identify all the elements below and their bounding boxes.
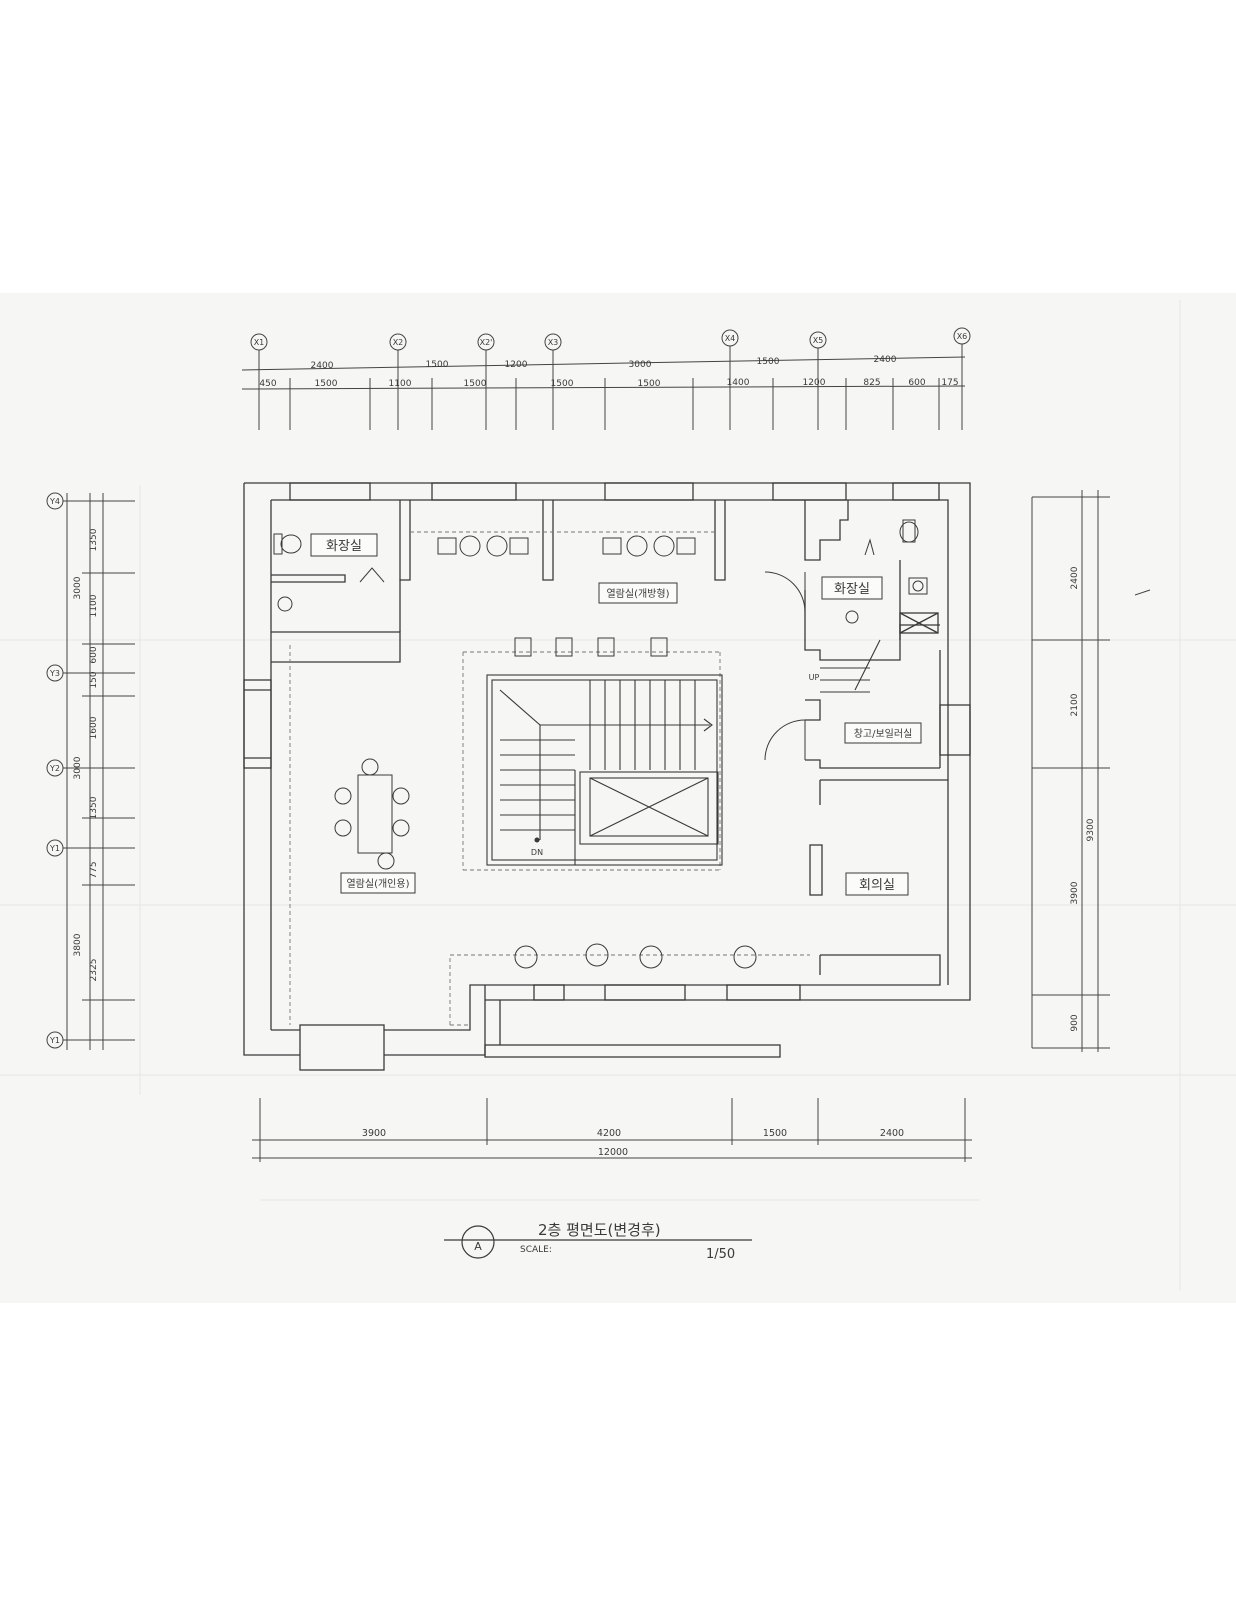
top-dim-overall-4: 3000 bbox=[629, 360, 652, 370]
top-dim-overall-3: 1200 bbox=[505, 360, 528, 370]
dashed-lines bbox=[289, 531, 810, 1026]
top-grid-bubbles bbox=[250, 327, 971, 430]
left-dim-overall-3: 3800 bbox=[73, 933, 83, 956]
top-dim-detail-7: 1400 bbox=[727, 378, 750, 388]
plumbing-fixtures bbox=[273, 519, 928, 624]
top-dim-detail-3: 1100 bbox=[389, 379, 412, 389]
top-dim-detail-9: 825 bbox=[863, 378, 880, 388]
section-symbol: A bbox=[474, 1240, 482, 1253]
top-dim-detail-10: 600 bbox=[908, 378, 925, 388]
bottom-dim-2: 4200 bbox=[597, 1128, 621, 1139]
bottom-dim-3: 1500 bbox=[763, 1128, 787, 1139]
left-dim-detail-1: 1350 bbox=[89, 528, 99, 551]
top-dim-detail-6: 1500 bbox=[638, 379, 661, 389]
grid-label-x2-prime: X2' bbox=[480, 338, 493, 347]
grid-label-x1: X1 bbox=[254, 338, 265, 347]
top-dim-detail-4: 1500 bbox=[464, 379, 487, 389]
right-dim-total: 9300 bbox=[1086, 818, 1096, 841]
top-dim-detail-1: 450 bbox=[259, 379, 276, 389]
title-block bbox=[444, 1225, 752, 1259]
top-dim-detail-2: 1500 bbox=[315, 379, 338, 389]
staircase bbox=[486, 639, 881, 866]
paper-background bbox=[0, 293, 1236, 1303]
drawing-title: 2층 평면도(변경후) bbox=[538, 1221, 661, 1239]
top-dim-detail-5: 1500 bbox=[551, 379, 574, 389]
left-dim-detail-7: 775 bbox=[89, 861, 99, 878]
room-label-reading-group: 열람실(개인용) bbox=[346, 877, 409, 890]
grid-label-x3: X3 bbox=[548, 338, 559, 347]
right-dim-1: 2400 bbox=[1070, 566, 1080, 589]
stair-up-label: UP bbox=[809, 673, 820, 682]
top-dimension-lines bbox=[241, 356, 966, 430]
left-dim-detail-2: 1100 bbox=[89, 594, 99, 617]
stair-down-label: DN bbox=[531, 848, 543, 857]
right-dimension-lines bbox=[1031, 490, 1151, 1052]
bottom-dim-1: 3900 bbox=[362, 1128, 386, 1139]
left-dim-detail-4: 150 bbox=[89, 671, 99, 688]
construction-lines bbox=[0, 300, 1236, 1290]
bottom-dimension-lines bbox=[252, 1098, 972, 1162]
room-label-wc-right: 화장실 bbox=[834, 582, 870, 597]
top-dim-detail-8: 1200 bbox=[803, 378, 826, 388]
scale-value: 1/50 bbox=[706, 1247, 735, 1262]
right-dim-2: 2100 bbox=[1070, 693, 1080, 716]
top-dim-overall-2: 1500 bbox=[426, 360, 449, 370]
grid-label-x5: X5 bbox=[813, 336, 824, 345]
right-dim-4: 900 bbox=[1070, 1014, 1080, 1031]
left-dim-detail-8: 2325 bbox=[89, 959, 99, 982]
room-label-wc-left: 화장실 bbox=[326, 539, 362, 554]
room-label-reading-rear: 열람실(개방형) bbox=[606, 587, 669, 600]
grid-label-y3: Y3 bbox=[49, 669, 60, 678]
building-walls bbox=[243, 482, 971, 1071]
top-dim-detail-11: 175 bbox=[941, 378, 958, 388]
grid-label-x4: X4 bbox=[725, 334, 736, 343]
top-dim-overall-1: 2400 bbox=[311, 361, 334, 371]
doors bbox=[359, 538, 875, 761]
room-label-storage: 창고/보일러실 bbox=[854, 728, 913, 740]
room-label-meeting: 회의실 bbox=[859, 878, 895, 893]
right-dim-3: 3900 bbox=[1070, 881, 1080, 904]
grid-label-y1-bottom: Y1 bbox=[49, 1036, 60, 1045]
grid-label-y1: Y1 bbox=[49, 844, 60, 853]
room-label-boxes bbox=[310, 533, 922, 896]
bottom-dim-total: 12000 bbox=[598, 1147, 628, 1158]
left-grid-bubbles bbox=[46, 492, 135, 1050]
grid-label-x2: X2 bbox=[393, 338, 404, 347]
grid-label-y2: Y2 bbox=[49, 764, 60, 773]
left-dim-detail-5: 1600 bbox=[89, 716, 99, 739]
grid-label-y4: Y4 bbox=[49, 497, 60, 506]
left-dim-detail-3: 600 bbox=[89, 646, 99, 663]
grid-label-x6: X6 bbox=[957, 332, 968, 341]
left-dim-overall-2: 3000 bbox=[73, 756, 83, 779]
bottom-dim-4: 2400 bbox=[880, 1128, 904, 1139]
left-dim-detail-6: 1350 bbox=[89, 796, 99, 819]
left-dim-overall-1: 3000 bbox=[73, 576, 83, 599]
furniture bbox=[334, 535, 757, 969]
top-dim-overall-6: 2400 bbox=[874, 355, 897, 365]
top-dim-overall-5: 1500 bbox=[757, 357, 780, 367]
scale-label: SCALE: bbox=[520, 1245, 552, 1255]
